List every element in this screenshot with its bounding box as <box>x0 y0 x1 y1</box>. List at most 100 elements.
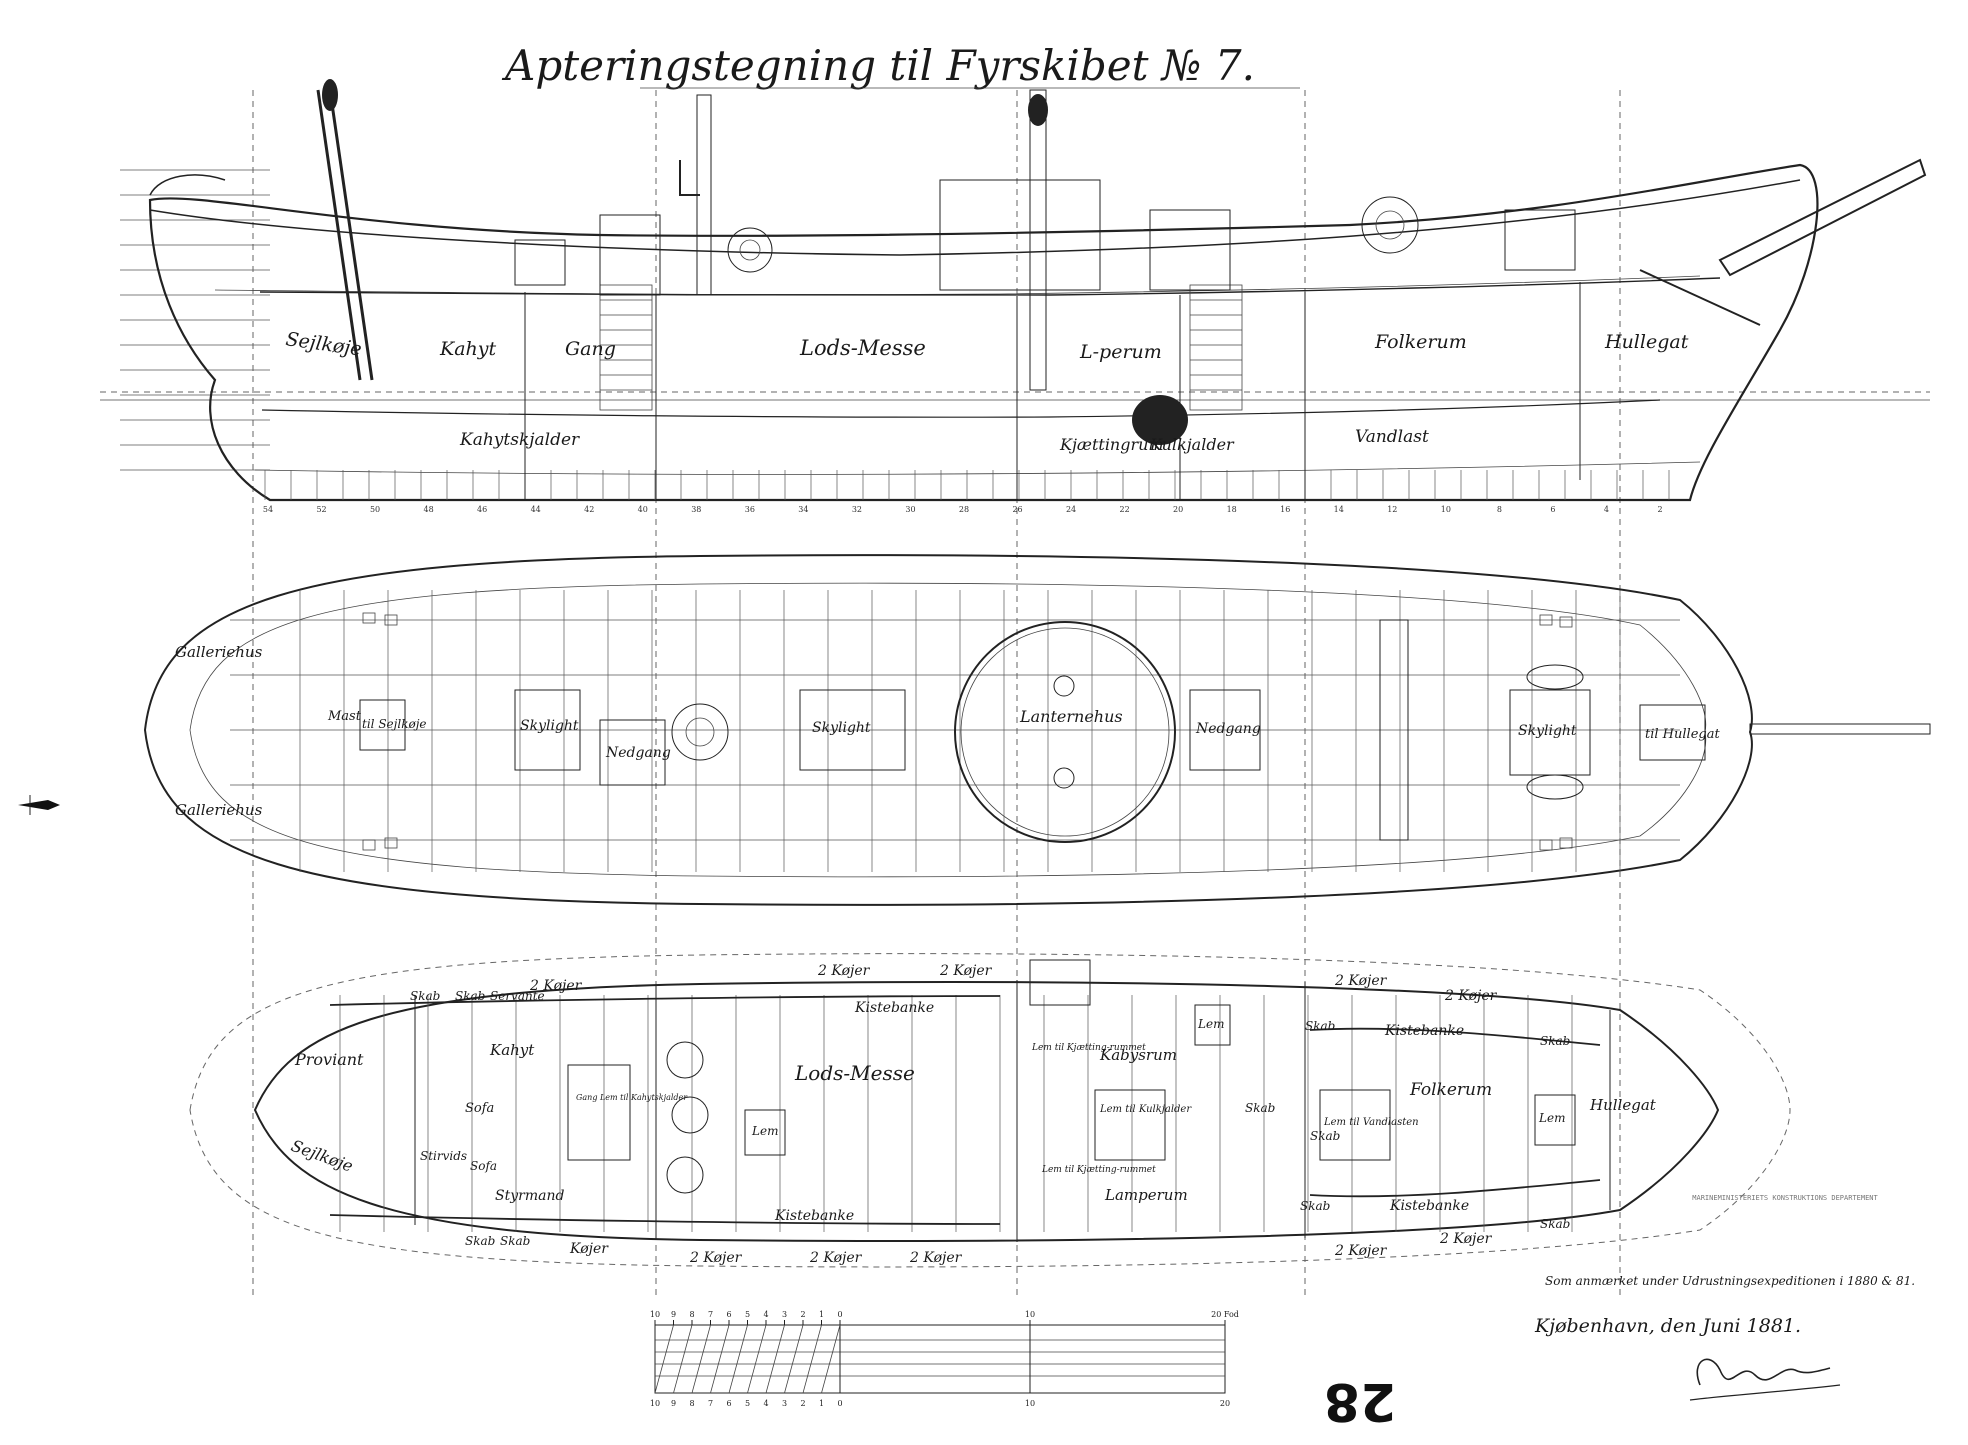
plan-styrmand: Styrmand <box>495 1188 564 1204</box>
plan-lem-kjatting-1: Lem til Kjætting-rummet <box>1031 1043 1146 1053</box>
deck-galleri-lower: Galleriehus <box>175 801 263 819</box>
plan-proviant: Proviant <box>294 1050 364 1069</box>
frame-number: 22 <box>1120 505 1130 514</box>
frame-number: 8 <box>1497 505 1502 514</box>
deck-lanternehus: Lanternehus <box>1019 707 1123 726</box>
label-kjattingrum: Kjættingrum <box>1059 435 1164 454</box>
department-stamp: MARINEMINISTERIETS KONSTRUKTIONS DEPARTE… <box>1692 1194 1878 1202</box>
scale-tick-label: 9 <box>671 1399 676 1408</box>
plan-kistebanke-3: Kistebanke <box>1384 1023 1464 1039</box>
plan-skab-1: Skab <box>410 989 440 1003</box>
deck-galleri-upper: Galleriehus <box>175 643 263 661</box>
deck-til-hullegat: til Hullegat <box>1645 727 1720 742</box>
scale-tick-label: 7 <box>708 1399 713 1408</box>
plan-skab-5: Skab <box>1245 1101 1275 1115</box>
plan-kojer-2: Køjer <box>569 1241 609 1257</box>
frame-number: 12 <box>1387 505 1397 514</box>
plan-skab-8: Skab <box>1540 1034 1570 1048</box>
frame-number: 28 <box>959 505 969 514</box>
scale-tick-label: 10 <box>650 1399 660 1408</box>
frame-number: 44 <box>531 505 541 514</box>
scale-tick-label: 10 <box>650 1310 660 1319</box>
plan-kojer-1: 2 Køjer <box>529 978 583 994</box>
plan-skab-3: Skab <box>465 1234 495 1248</box>
plan-kojer-8: 2 Køjer <box>1334 973 1388 989</box>
plan-kistebanke-1: Kistebanke <box>854 1000 934 1016</box>
plan-servante: Servante <box>490 989 545 1003</box>
place-date: Kjøbenhavn, den Juni 1881. <box>1534 1315 1801 1337</box>
label-l-perum: L-perum <box>1079 341 1162 363</box>
signature <box>1696 1358 1831 1386</box>
scale-tick-label: 5 <box>745 1399 750 1408</box>
plan-lem-2: Lem <box>1197 1017 1224 1031</box>
plan-lem-kulkjalder: Lem til Kulkjalder <box>1099 1104 1192 1115</box>
frame-number: 38 <box>691 505 701 514</box>
plan-skab-2: Skab <box>455 989 485 1003</box>
label-kahyt: Kahyt <box>439 338 496 360</box>
label-lods-messe: Lods-Messe <box>799 336 926 360</box>
plan-hullegat: Hullegat <box>1589 1096 1657 1114</box>
plan-kahyt: Kahyt <box>489 1041 535 1059</box>
frame-number: 10 <box>1441 505 1451 514</box>
scale-tick-label: 3 <box>782 1310 787 1319</box>
plan-kojer-4: 2 Køjer <box>939 963 993 979</box>
frame-number: 26 <box>1012 505 1022 514</box>
plan-lods-messe: Lods-Messe <box>794 1061 915 1085</box>
plan-kojer-10: 2 Køjer <box>1334 1243 1388 1259</box>
plan-stirvids: Stirvids <box>420 1149 467 1163</box>
frame-number: 54 <box>263 505 273 514</box>
scale-tick-label: 4 <box>763 1399 768 1408</box>
drawing-title: Apteringstegning til Fyrskibet № 7. <box>501 41 1255 90</box>
label-kahytskjalder: Kahytskjalder <box>459 430 580 450</box>
scale-tick-label: 0 <box>837 1399 842 1408</box>
plan-skab-7: Skab <box>1300 1199 1330 1213</box>
plan-sofa-1: Sofa <box>465 1101 494 1116</box>
annotation-note: Som anmærket under Udrustningsexpedition… <box>1545 1274 1915 1288</box>
label-gang: Gang <box>565 338 616 360</box>
plan-gang-lem: Gang Lem til Kahytskjalder <box>576 1093 688 1102</box>
plan-kojer-5: 2 Køjer <box>689 1250 743 1266</box>
plan-folkerum: Folkerum <box>1409 1080 1492 1100</box>
plan-kahytsrum: Kabysrum <box>1099 1046 1177 1064</box>
frame-number: 34 <box>798 505 808 514</box>
label-kulkjalder: Kulkjalder <box>1149 435 1235 454</box>
frame-number: 48 <box>424 505 434 514</box>
deck-plan: Galleriehus Galleriehus Mast til Sejlkøj… <box>143 554 1931 906</box>
plan-skab-4: Skab <box>500 1234 530 1248</box>
plan-kojer-11: 2 Køjer <box>1439 1231 1493 1247</box>
scale-tick-label: 8 <box>689 1310 694 1319</box>
frame-number: 36 <box>745 505 755 514</box>
scale-tick-label: 10 <box>1025 1310 1035 1319</box>
scale-tick-label: 20 <box>1220 1399 1230 1408</box>
frame-number: 50 <box>370 505 380 514</box>
scale-tick-label: 3 <box>782 1399 787 1408</box>
scale-tick-label: 1 <box>819 1399 824 1408</box>
plan-lem-vandlast: Lem til Vandlasten <box>1323 1117 1419 1128</box>
frame-number: 6 <box>1550 505 1555 514</box>
label-hullegat: Hullegat <box>1604 331 1689 353</box>
scale-tick-label: 10 <box>1025 1399 1035 1408</box>
scale-tick-label: 9 <box>671 1310 676 1319</box>
drawing-number: 28 <box>1324 1371 1396 1431</box>
deck-skylight-1: Skylight <box>520 718 579 734</box>
frame-number: 40 <box>638 505 648 514</box>
frame-number: 42 <box>584 505 594 514</box>
plan-kistebanke-4: Kistebanke <box>1389 1198 1469 1214</box>
frame-number: 14 <box>1334 505 1344 514</box>
frame-number: 18 <box>1227 505 1237 514</box>
pointer-icon <box>18 800 60 810</box>
frame-number: 16 <box>1280 505 1290 514</box>
scale-tick-label: 0 <box>837 1310 842 1319</box>
scale-tick-label: 7 <box>708 1310 713 1319</box>
deck-nedgang-2: Nedgang <box>1195 721 1261 737</box>
plan-lem-3: Lem <box>1538 1111 1565 1125</box>
plan-kojer-7: 2 Køjer <box>909 1250 963 1266</box>
deck-skylight-2: Skylight <box>812 720 871 736</box>
deck-mast: Mast <box>327 709 362 724</box>
scale-tick-label: 2 <box>800 1310 805 1319</box>
frame-number: 52 <box>316 505 326 514</box>
scale-tick-label: 4 <box>763 1310 768 1319</box>
